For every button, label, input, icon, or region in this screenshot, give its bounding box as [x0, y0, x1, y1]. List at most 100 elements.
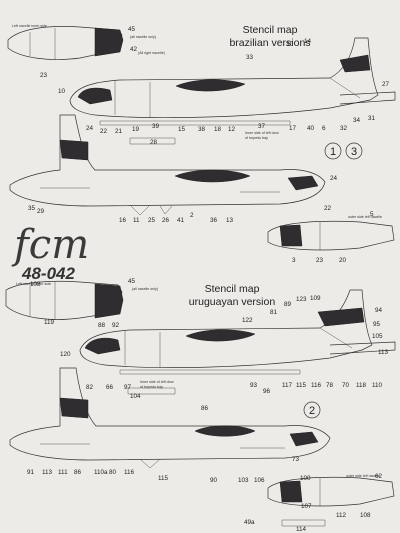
uruguay-callout-66: 66	[106, 384, 114, 391]
uy-note-of-torpedo-bay: of torpedo bay	[140, 385, 163, 389]
brazil-callout-6: 6	[322, 125, 326, 132]
brazil-callout-12: 12	[228, 126, 236, 133]
brazil-title-line1: Stencil map	[243, 24, 298, 36]
uruguay-callout-81: 81	[270, 309, 278, 316]
uruguay-callout-104: 104	[130, 393, 141, 400]
uruguay-callout-115: 115	[158, 475, 169, 482]
version-mark-2-circle	[303, 401, 321, 419]
uruguay-callout-86: 86	[74, 469, 82, 476]
uruguay-callout-49a: 49a	[244, 519, 255, 526]
uruguay-callout-103: 103	[238, 477, 249, 484]
uruguay-callout-91: 91	[27, 469, 35, 476]
uruguay-callout-78: 78	[326, 382, 334, 389]
uy-note-inner-side-door: Inner side of left door	[140, 380, 175, 384]
brazil-callout-16: 16	[119, 217, 127, 224]
brazil-callout-36: 36	[210, 217, 218, 224]
uruguay-callout-122: 122	[242, 317, 253, 324]
uruguay-callout-119: 119	[44, 319, 55, 326]
uruguay-callout-108: 108	[30, 281, 41, 288]
brazil-aircraft-right-side	[9, 114, 326, 216]
uruguay-callout-45: 45	[128, 278, 136, 285]
note-outer-nacelle: outer side left nacelle	[348, 215, 382, 219]
version-mark-2: 2	[309, 405, 315, 417]
uruguay-callout-86: 86	[201, 405, 209, 412]
uruguay-callout-97: 97	[124, 384, 132, 391]
brazil-callout-31: 31	[368, 115, 376, 122]
brazil-callout-33: 33	[246, 54, 254, 61]
brazil-callout-19: 19	[132, 126, 140, 133]
brazil-callout-37: 37	[258, 123, 266, 130]
uruguay-callout-89: 89	[284, 301, 292, 308]
brazil-aircraft-left-side	[69, 37, 396, 126]
uruguay-callout-108: 108	[360, 512, 371, 519]
brazil-callout-11: 11	[133, 217, 140, 224]
uruguay-callout-116: 116	[311, 382, 322, 389]
uruguay-callout-113: 113	[42, 469, 53, 476]
brazil-callout-26: 26	[162, 217, 170, 224]
uruguay-callout-80: 80	[109, 469, 117, 476]
uruguay-callout-82: 82	[86, 384, 94, 391]
note-all-right-nacelle: (All right nacelle)	[138, 51, 165, 55]
uruguay-aircraft-left-side	[79, 289, 396, 375]
brazil-callout-41: 41	[177, 217, 185, 224]
brazil-callout-18: 18	[214, 126, 222, 133]
note-of-torpedo-bay: of torpedo bay	[245, 136, 268, 140]
brazil-callout-38: 38	[198, 126, 206, 133]
uruguay-callout-123: 123	[296, 296, 307, 303]
brazil-callout-22: 22	[324, 205, 332, 212]
brazil-callout-20: 20	[339, 257, 347, 264]
version-mark-1-circle	[324, 142, 342, 160]
uy-note-outer-nacelle: outer side left nacelle	[346, 474, 380, 478]
brazil-callout-14: 14	[304, 38, 312, 45]
uruguay-callout-116: 116	[124, 469, 135, 476]
uruguay-callout-113: 113	[378, 349, 389, 356]
version-mark-3-circle	[345, 142, 363, 160]
uruguay-callout-120: 120	[60, 351, 71, 358]
brazil-callout-35: 35	[28, 205, 36, 212]
brazil-callout-28: 28	[150, 139, 158, 146]
uruguay-callout-114: 114	[296, 526, 307, 533]
uruguay-callout-94: 94	[375, 307, 383, 314]
brazil-callout-22: 22	[100, 128, 108, 135]
brazil-outer-nacelle-inset	[267, 220, 395, 251]
kit-code: 48-042	[21, 264, 75, 283]
uruguay-callout-118: 118	[356, 382, 367, 389]
uruguay-callout-111: 111	[58, 469, 68, 476]
brazil-callout-45: 45	[128, 26, 136, 33]
brazil-callout-29: 29	[37, 208, 45, 215]
brazil-callout-34: 34	[353, 117, 361, 124]
brazil-callout-27: 27	[382, 81, 390, 88]
brazil-callout-21: 21	[115, 128, 123, 135]
note-inner-side-door: Inner side of left door	[245, 131, 280, 135]
brazil-callout-23: 23	[316, 257, 324, 264]
uruguay-callout-90: 90	[210, 477, 218, 484]
uruguay-callout-62: 62	[375, 473, 383, 480]
uruguay-callout-95: 95	[373, 321, 381, 328]
uruguay-title-line1: Stencil map	[205, 283, 260, 295]
brand-logo: fcm	[11, 222, 89, 268]
brazil-callout-13: 13	[226, 217, 234, 224]
brazil-callout-2: 2	[190, 212, 194, 219]
uruguay-title-line2: uruguayan version	[189, 296, 276, 308]
uruguay-callout-107: 107	[301, 503, 312, 510]
brazil-callout-10: 10	[58, 88, 66, 95]
brazil-callout-40: 40	[307, 125, 315, 132]
uruguay-callout-70: 70	[342, 382, 350, 389]
uruguay-callout-115: 115	[296, 382, 307, 389]
brazil-callout-3: 3	[292, 257, 296, 264]
version-mark-1: 1	[330, 146, 336, 158]
uruguay-callout-112: 112	[336, 512, 347, 519]
brazil-callout-42: 42	[130, 46, 138, 53]
uruguay-nacelle-inset	[5, 280, 124, 320]
uruguay-callout-93: 93	[250, 382, 258, 389]
brazil-nacelle-inset	[7, 26, 124, 60]
uruguay-callout-110: 110	[372, 382, 383, 389]
uruguay-callout-88: 88	[98, 322, 106, 329]
uruguay-aircraft-right-side	[9, 367, 331, 469]
uy-note-left-nacelle-inner: Left nacelle inner side	[16, 282, 51, 286]
brazil-callout-17: 17	[289, 125, 297, 132]
uruguay-callout-110a: 110a	[94, 469, 108, 476]
